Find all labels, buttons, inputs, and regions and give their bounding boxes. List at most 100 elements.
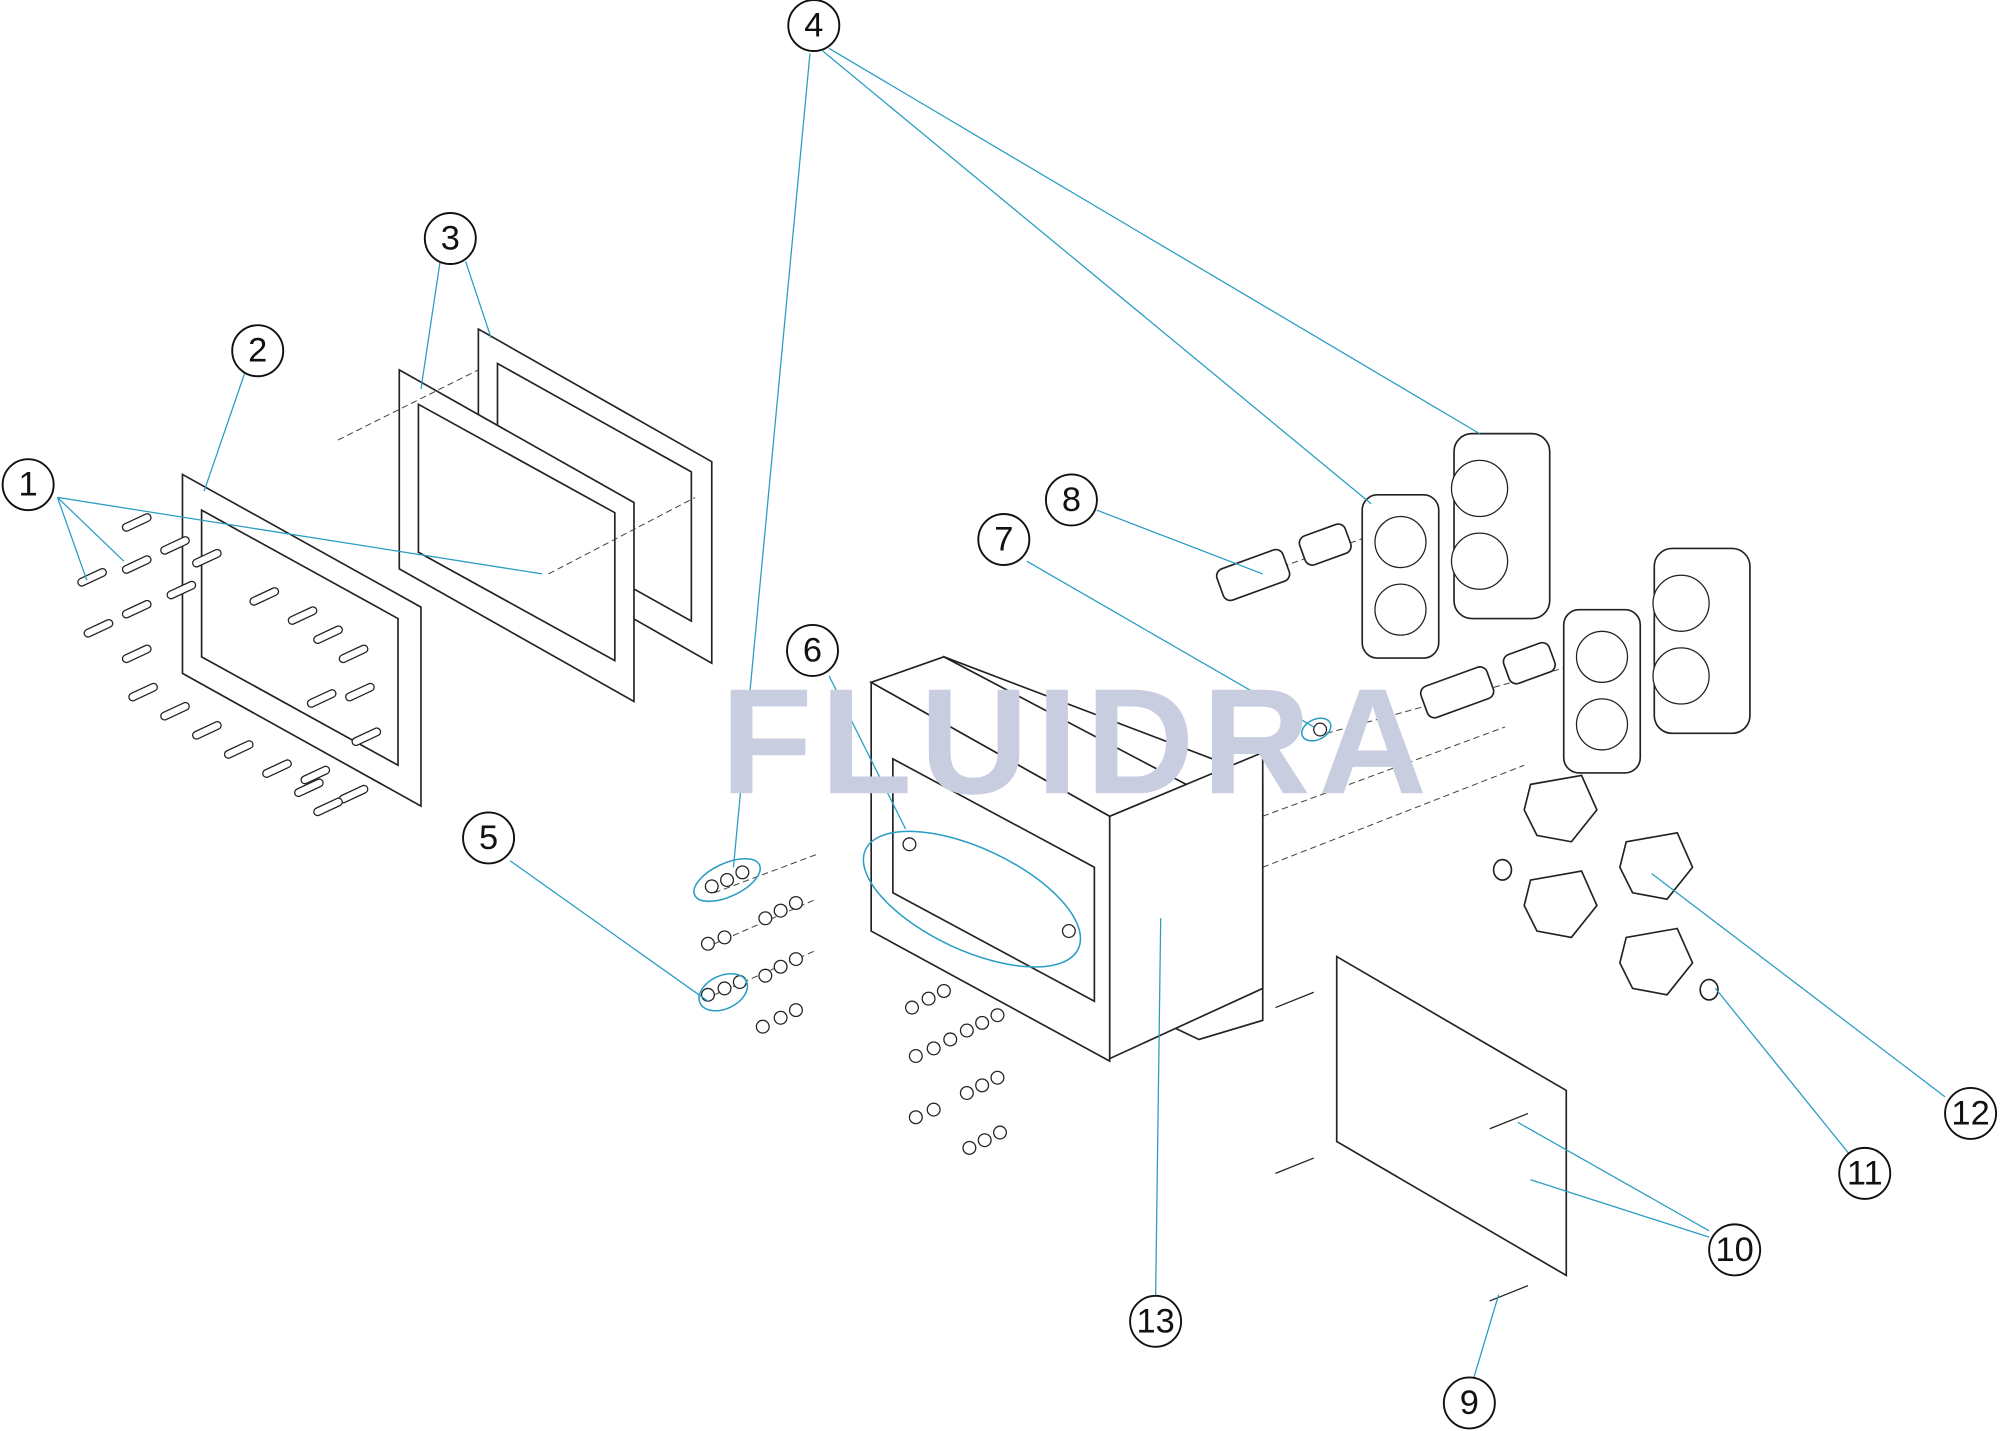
callout-5: 5	[462, 811, 516, 865]
callout-label: 11	[1847, 1154, 1883, 1192]
screw	[121, 555, 152, 574]
screw	[121, 513, 152, 532]
screw	[160, 536, 190, 555]
nut	[990, 1070, 1005, 1085]
nut	[1061, 924, 1076, 939]
nut	[977, 1133, 992, 1148]
nut	[773, 903, 788, 918]
callout-label: 6	[803, 631, 822, 669]
callout-circle	[462, 811, 516, 865]
screw	[121, 644, 152, 664]
nut	[704, 879, 719, 894]
callout-4: 4	[787, 0, 841, 52]
nut	[720, 873, 735, 888]
callout-label: 9	[1460, 1384, 1479, 1422]
callout-6: 6	[786, 623, 839, 677]
nut	[758, 911, 773, 926]
callout-circle	[1, 458, 55, 512]
nut	[975, 1015, 990, 1030]
part-4-flange-plates	[1361, 432, 1751, 774]
screw	[160, 701, 190, 721]
callout-label: 7	[994, 520, 1013, 558]
part-1-screws	[77, 513, 382, 817]
callout-8: 8	[1044, 473, 1098, 527]
nut	[990, 1008, 1005, 1023]
part-10-cover-plate	[1275, 955, 1568, 1302]
callout-circle	[787, 0, 841, 52]
nut	[700, 936, 715, 951]
screw	[192, 548, 222, 568]
screw	[300, 765, 331, 785]
callout-7: 7	[977, 513, 1031, 566]
screw	[294, 778, 324, 798]
screw	[313, 625, 343, 645]
nut	[959, 1023, 974, 1038]
callout-13: 13	[1129, 1294, 1183, 1348]
callout-1: 1	[1, 458, 55, 512]
callout-2: 2	[231, 324, 285, 378]
callout-3: 3	[423, 212, 477, 265]
nut	[735, 865, 750, 880]
screw	[338, 644, 369, 664]
nut	[788, 952, 803, 967]
callout-circle	[1944, 1086, 1998, 1140]
callout-label: 13	[1136, 1302, 1174, 1340]
nut	[758, 968, 773, 983]
nut	[904, 1000, 920, 1015]
nut	[926, 1041, 941, 1056]
screw	[128, 682, 158, 702]
screw	[77, 567, 107, 587]
cap	[1492, 858, 1513, 881]
screw	[121, 599, 152, 619]
callout-circle	[1044, 473, 1098, 527]
callout-circle	[1708, 1223, 1762, 1277]
screw	[192, 721, 222, 740]
callout-circle	[1838, 1146, 1892, 1200]
callout-11: 11	[1838, 1146, 1892, 1200]
callout-label: 4	[804, 7, 823, 45]
screw	[262, 759, 292, 778]
nut	[902, 837, 917, 852]
nut	[773, 959, 788, 974]
nut	[755, 1019, 770, 1034]
callout-label: 5	[479, 819, 498, 857]
part-13-enclosure-box	[869, 655, 1264, 1063]
screw	[313, 797, 343, 817]
callout-label: 8	[1062, 481, 1081, 519]
leader-lines	[56, 47, 1946, 1381]
callout-circle	[1129, 1294, 1183, 1348]
screw	[287, 606, 318, 625]
nut	[700, 987, 715, 1002]
nut	[717, 930, 732, 945]
nut	[788, 895, 803, 910]
nut	[773, 1010, 788, 1025]
callout-label: 2	[248, 332, 267, 370]
nut	[717, 981, 732, 996]
callout-12: 12	[1944, 1086, 1998, 1140]
nut	[921, 991, 936, 1006]
nut	[975, 1078, 990, 1093]
watermark-logo: FLUIDRA	[721, 657, 1435, 825]
screw	[249, 587, 280, 606]
callout-label: 3	[441, 220, 460, 258]
part-2-front-frame	[181, 473, 422, 808]
callout-circle	[1442, 1376, 1496, 1430]
nut	[908, 1049, 923, 1064]
part-7-small-screw	[1313, 722, 1328, 737]
nut	[992, 1125, 1008, 1140]
nut	[959, 1086, 974, 1101]
callout-label: 1	[19, 466, 38, 504]
nuts-and-washers	[700, 837, 1076, 1155]
callout-10: 10	[1708, 1223, 1762, 1277]
screw	[223, 740, 254, 759]
callout-circle	[423, 212, 477, 265]
nut	[788, 1003, 803, 1018]
callout-label: 12	[1951, 1094, 1989, 1132]
callout-circle	[786, 623, 839, 677]
nut	[962, 1140, 977, 1155]
screw	[306, 689, 337, 708]
callout-circle	[231, 324, 285, 378]
screw	[166, 580, 197, 600]
screw	[83, 619, 114, 638]
screw	[351, 727, 382, 747]
